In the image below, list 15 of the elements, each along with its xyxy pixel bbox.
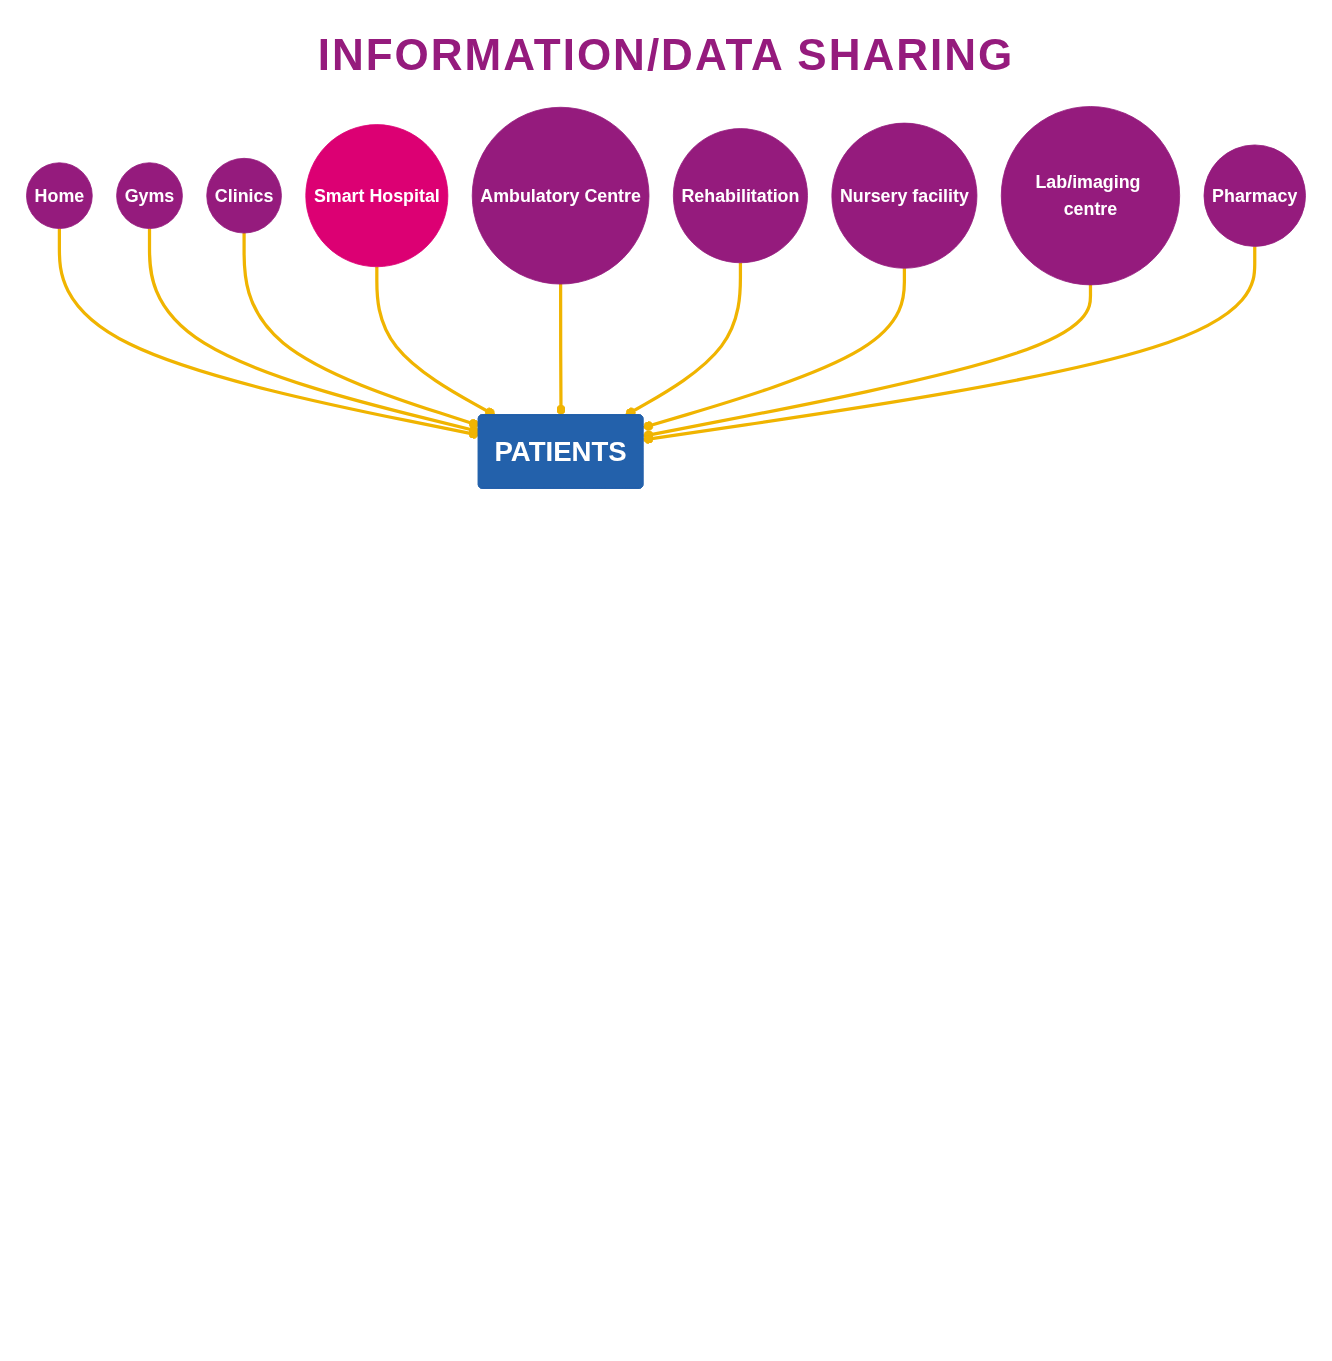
- node-circle: Gyms: [116, 162, 183, 229]
- connector: [556, 284, 566, 416]
- node-circle: Smart Hospital: [305, 124, 449, 268]
- node-circle: Lab/imaging centre: [1000, 106, 1181, 286]
- connector: [642, 268, 906, 431]
- node-circle: Ambulatory Centre: [471, 106, 650, 285]
- diagram-title: INFORMATION/DATA SHARING: [316, 30, 1016, 80]
- connector: [643, 246, 1257, 444]
- node-circle: Clinics: [206, 157, 282, 234]
- node-circle: Nursery facility: [831, 122, 978, 269]
- connector: [57, 228, 479, 440]
- connector: [242, 233, 480, 429]
- node-circle: Pharmacy: [1203, 144, 1306, 247]
- node-circle: Home: [26, 162, 93, 229]
- node-circle: Rehabilitation: [672, 128, 808, 264]
